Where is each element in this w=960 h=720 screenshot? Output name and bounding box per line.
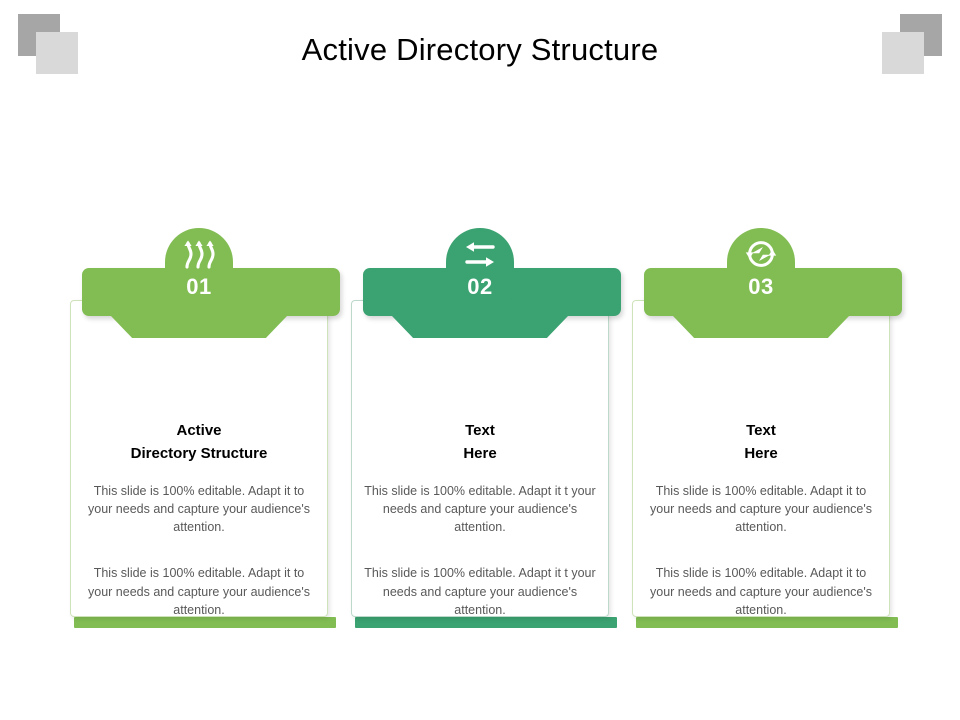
bidirectional-arrows-icon (463, 239, 497, 271)
cards-row: Active Directory Structure This slide is… (70, 228, 902, 628)
circular-refresh-arrows-icon (745, 239, 777, 269)
card-icon-cap (165, 228, 233, 302)
card-paragraph-2: This slide is 100% editable. Adapt it to… (650, 566, 872, 617)
card-heading-line2: Directory Structure (130, 445, 268, 463)
card-body: Text Here This slide is 100% editable. A… (351, 300, 609, 617)
card-number: 01 (186, 274, 212, 299)
card-accent-bar (74, 617, 336, 628)
card-heading-line1: Active (176, 422, 222, 439)
card-banner-tab (111, 316, 287, 338)
card-heading-line1: Text (465, 422, 495, 439)
card-text-block: Text Here This slide is 100% editable. A… (364, 419, 596, 647)
card-paragraph-2: This slide is 100% editable. Adapt it t … (364, 566, 596, 617)
card-01[interactable]: Active Directory Structure This slide is… (70, 228, 340, 628)
card-banner-tab (673, 316, 849, 338)
card-heading: Text Here (645, 419, 877, 466)
card-body: Active Directory Structure This slide is… (70, 300, 328, 617)
card-number: 02 (467, 274, 493, 299)
card-heading: Text Here (364, 419, 596, 466)
card-paragraph-1: This slide is 100% editable. Adapt it t … (364, 483, 596, 535)
card-paragraph-2: This slide is 100% editable. Adapt it to… (88, 566, 310, 617)
card-heading-line2: Here (744, 445, 778, 463)
card-text-block: Text Here This slide is 100% editable. A… (645, 419, 877, 647)
card-banner-tab (392, 316, 568, 338)
card-paragraph-1: This slide is 100% editable. Adapt it to… (650, 483, 872, 535)
card-number: 03 (748, 274, 774, 299)
page-title: Active Directory Structure (301, 32, 659, 67)
three-wavy-up-arrows-icon (182, 239, 216, 269)
card-text-block: Active Directory Structure This slide is… (83, 419, 315, 647)
card-heading-line2: Here (463, 445, 497, 463)
card-heading-line1: Text (746, 422, 776, 439)
card-02[interactable]: Text Here This slide is 100% editable. A… (351, 228, 621, 628)
card-03[interactable]: Text Here This slide is 100% editable. A… (632, 228, 902, 628)
card-body: Text Here This slide is 100% editable. A… (632, 300, 890, 617)
card-accent-bar (355, 617, 617, 628)
card-icon-cap (446, 228, 514, 302)
card-heading: Active Directory Structure (83, 419, 315, 466)
card-accent-bar (636, 617, 898, 628)
card-icon-cap (727, 228, 795, 302)
card-paragraph-1: This slide is 100% editable. Adapt it to… (88, 483, 310, 535)
